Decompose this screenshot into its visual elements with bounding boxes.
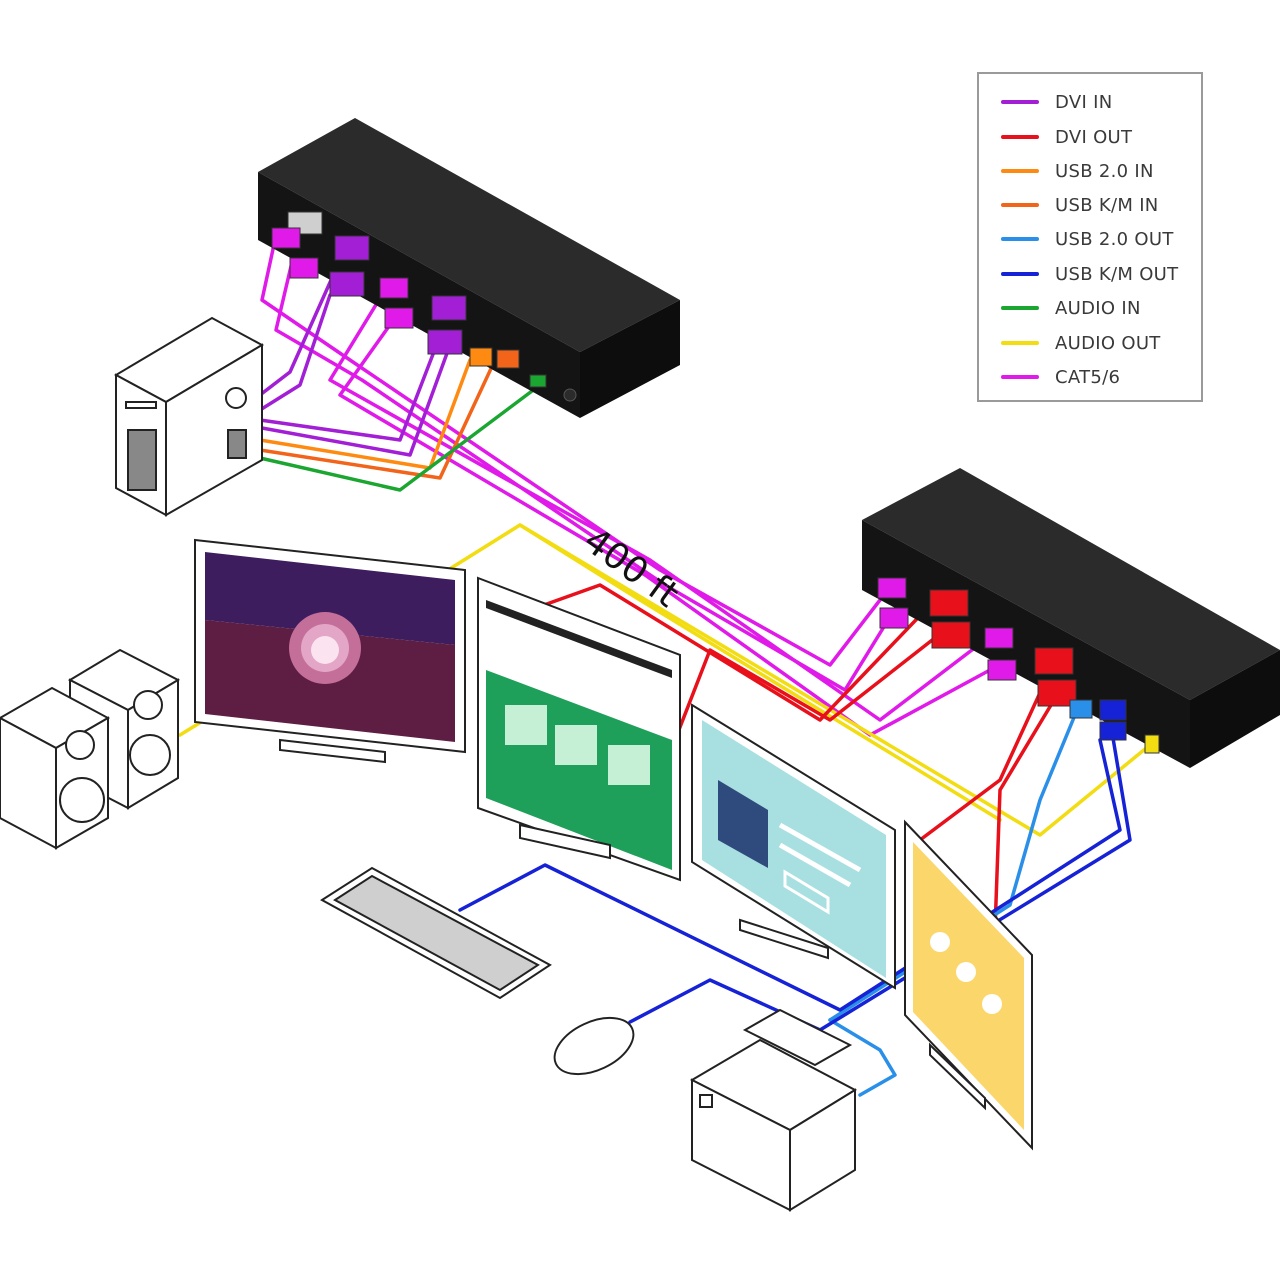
legend-label: USB K/M IN	[1055, 194, 1159, 216]
kvm-unit-local	[258, 118, 680, 418]
legend-label: USB 2.0 OUT	[1055, 228, 1174, 250]
cable-dvi-out-3	[918, 658, 1057, 842]
cable-cat-4	[338, 320, 992, 737]
cable-dvi-in-2	[258, 293, 332, 412]
cable-audio-in	[258, 383, 542, 492]
cable-audio-out-2	[518, 523, 1002, 822]
monitor-sunset	[194, 538, 466, 764]
legend-swatch-dvi-in	[1001, 100, 1039, 104]
speakers	[0, 648, 181, 850]
cable-cat-3	[328, 288, 987, 722]
cable-dvi-out-4	[993, 688, 1062, 932]
cable-dvi-in-1	[258, 258, 342, 397]
monitor-web-green	[477, 576, 681, 882]
pc-tower	[113, 316, 265, 517]
legend-item: USB 2.0 IN	[1001, 159, 1154, 183]
legend-swatch-usb-2-out	[1001, 237, 1039, 241]
monitor-web-cyan	[691, 703, 896, 990]
unit-remote-top	[862, 468, 1280, 700]
legend-item: AUDIO IN	[1001, 296, 1141, 320]
legend-item: AUDIO OUT	[1001, 331, 1161, 355]
cable-dvi-in-4	[260, 343, 452, 457]
legend-label: DVI IN	[1055, 91, 1113, 113]
mouse	[553, 1016, 635, 1076]
legend-label: CAT5/6	[1055, 366, 1121, 388]
kvm-unit-remote	[862, 468, 1280, 768]
legend-swatch-audio-in	[1001, 306, 1039, 310]
legend-label: AUDIO OUT	[1055, 332, 1161, 354]
legend-item: DVI IN	[1001, 90, 1112, 114]
cable-usb-out-light-2	[828, 1018, 897, 1097]
unit-local-ports	[271, 211, 577, 402]
keyboard	[320, 866, 552, 1000]
printer	[689, 1008, 858, 1212]
legend-label: DVI OUT	[1055, 126, 1133, 148]
cable-usb-in-2	[258, 358, 497, 480]
unit-remote-ports	[877, 577, 1160, 754]
legend-swatch-audio-out	[1001, 341, 1039, 345]
legend-item: CAT5/6	[1001, 365, 1120, 389]
legend-label: AUDIO IN	[1055, 297, 1141, 319]
legend-swatch-usb-km-in	[1001, 203, 1039, 207]
legend-swatch-usb-km-out	[1001, 272, 1039, 276]
cable-usb-km-out-1	[458, 738, 1122, 1012]
legend-label: USB K/M OUT	[1055, 263, 1179, 285]
legend-item: USB K/M IN	[1001, 193, 1159, 217]
unit-local-top	[258, 118, 680, 352]
unit-local-side	[580, 300, 680, 418]
unit-remote-side	[1190, 650, 1280, 768]
monitor-yellow	[904, 819, 1033, 1151]
legend-swatch-cat5-6	[1001, 375, 1039, 379]
legend-item: DVI OUT	[1001, 125, 1132, 149]
legend-item: USB K/M OUT	[1001, 262, 1178, 286]
cable-cat-1	[260, 238, 882, 667]
legend-swatch-usb-2-in	[1001, 169, 1039, 173]
legend-swatch-dvi-out	[1001, 135, 1039, 139]
legend: DVI IN DVI OUT USB 2.0 IN USB K/M IN USB…	[977, 72, 1203, 402]
cable-dvi-out-2	[673, 628, 947, 742]
legend-item: USB 2.0 OUT	[1001, 227, 1174, 251]
legend-label: USB 2.0 IN	[1055, 160, 1154, 182]
